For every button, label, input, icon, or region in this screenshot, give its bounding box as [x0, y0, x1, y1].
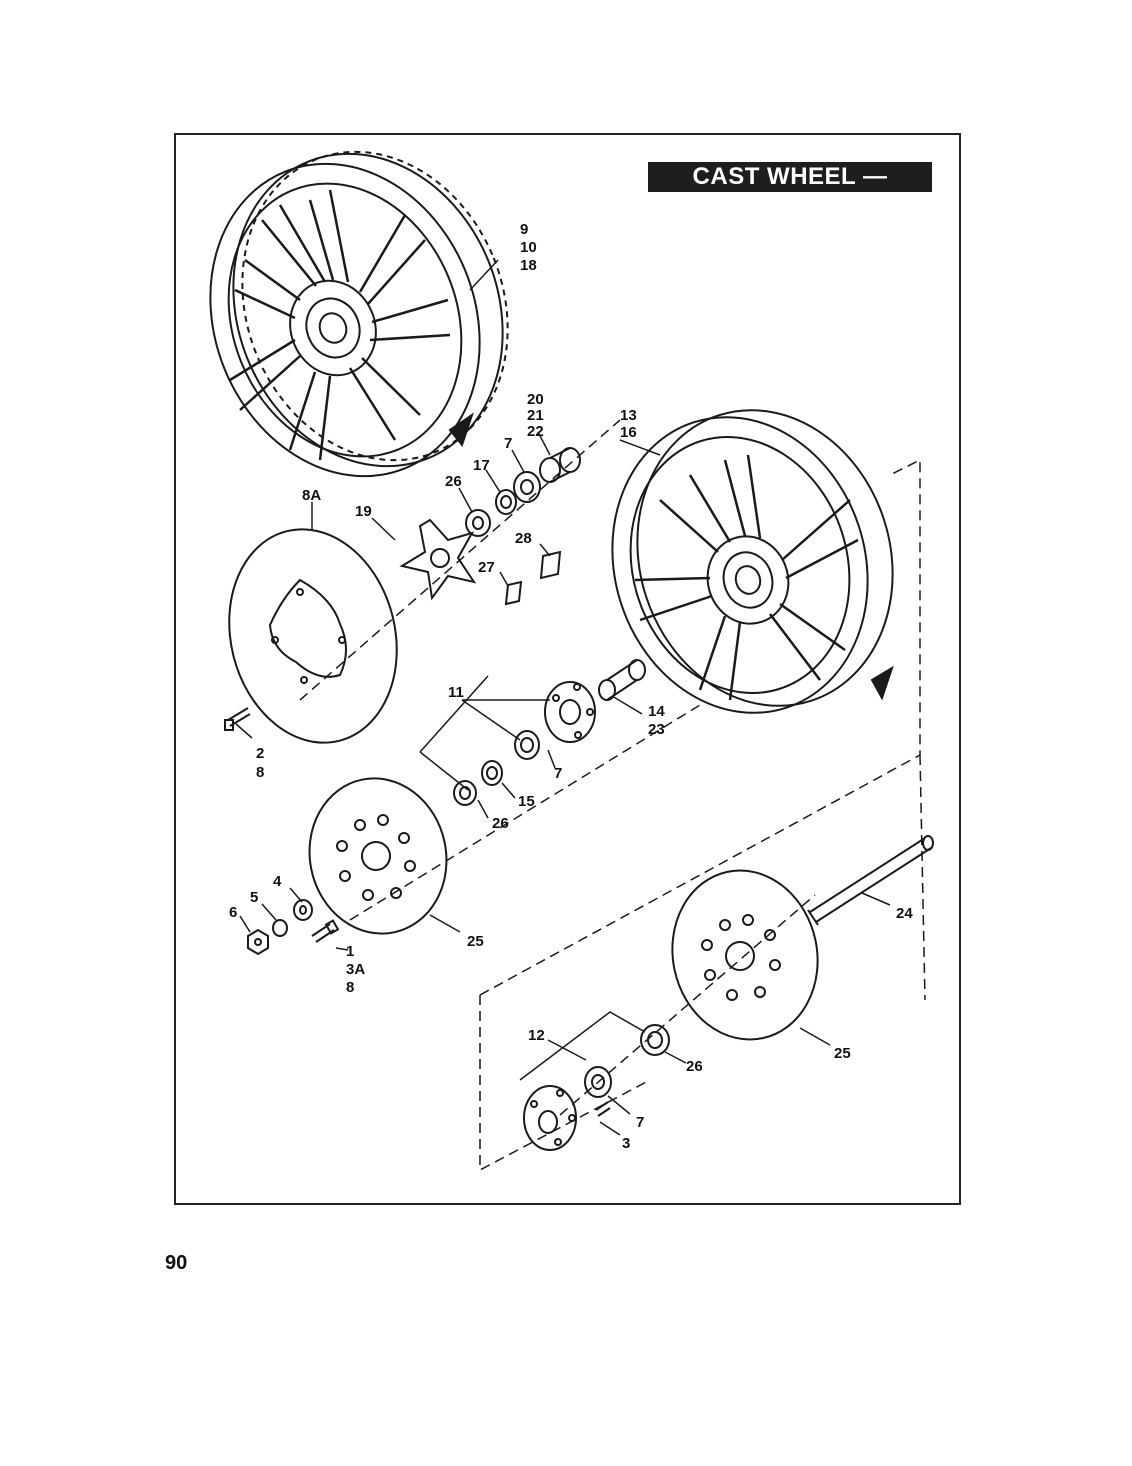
callout-6: 6: [229, 904, 237, 921]
callout-9-10-18: 9 10 18: [520, 221, 537, 274]
cast-wheel-left: [209, 150, 509, 478]
seal-17: [495, 489, 517, 515]
bearing-7-middle: [514, 730, 540, 760]
callout-14-23: 14 23: [648, 703, 665, 738]
callout-2-8: 2 8: [256, 745, 264, 781]
callout-15: 15: [518, 793, 535, 810]
callout-3: 3: [622, 1135, 630, 1152]
callout-19: 19: [355, 503, 372, 520]
callout-13-16: 13 16: [620, 407, 637, 441]
axle-24: [807, 835, 934, 926]
axle-spacer-20-21-22: [539, 447, 581, 483]
bolt-2: [224, 707, 251, 731]
svg-text:18: 18: [520, 257, 537, 274]
svg-text:21: 21: [527, 407, 544, 424]
cast-wheel-right: [611, 409, 894, 714]
svg-text:10: 10: [520, 239, 537, 256]
svg-text:3A: 3A: [346, 961, 365, 978]
callout-26-upper: 26: [445, 473, 462, 490]
callout-8A: 8A: [302, 487, 321, 504]
washer-4: [293, 899, 313, 921]
svg-text:8: 8: [256, 764, 264, 781]
page-number: 90: [165, 1252, 188, 1274]
bearing-7-upper: [513, 471, 541, 503]
callout-5: 5: [250, 889, 258, 906]
washer-26-middle: [453, 780, 477, 806]
callout-1-3A-8: 1 3A 8: [346, 943, 365, 996]
callout-20-21-22: 20 21 22: [527, 391, 544, 440]
rotor-25-left: [308, 777, 448, 935]
brake-disc-8A: [228, 528, 398, 744]
callout-24: 24: [896, 905, 913, 922]
svg-text:20: 20: [527, 391, 544, 408]
callout-17: 17: [473, 457, 490, 474]
nut-6: [247, 928, 269, 956]
hub-12: [523, 1085, 577, 1151]
callout-25-right: 25: [834, 1045, 851, 1062]
lock-tab-27: [504, 580, 523, 606]
svg-text:14: 14: [648, 703, 665, 720]
bolt-3: [595, 1101, 611, 1117]
disc-carrier-19: [399, 518, 477, 601]
callout-26-middle: 26: [492, 815, 509, 832]
svg-text:9: 9: [520, 221, 528, 238]
washer-26-upper: [465, 509, 491, 537]
diagram-title: CAST WHEEL — FRONT: [648, 162, 932, 220]
svg-text:23: 23: [648, 721, 665, 738]
callout-12: 12: [528, 1027, 545, 1044]
svg-text:8: 8: [346, 979, 354, 996]
callout-7-middle: 7: [554, 765, 562, 782]
callout-27: 27: [478, 559, 495, 576]
seal-26-lower: [640, 1024, 670, 1056]
callout-7-upper: 7: [504, 435, 512, 452]
svg-text:13: 13: [620, 407, 637, 424]
svg-text:1: 1: [346, 943, 354, 960]
callout-7-lower: 7: [636, 1114, 644, 1131]
adapter-28: [539, 550, 562, 580]
spacer-14-23: [598, 659, 646, 701]
svg-text:22: 22: [527, 423, 544, 440]
callout-26-lower: 26: [686, 1058, 703, 1075]
lockwasher-5: [272, 919, 288, 937]
callout-11: 11: [448, 684, 464, 701]
rotor-25-right: [671, 869, 819, 1041]
callout-4: 4: [273, 873, 282, 890]
callout-25-left: 25: [467, 933, 484, 950]
bearing-7-lower: [584, 1066, 612, 1098]
hub-11: [544, 681, 596, 743]
callout-28: 28: [515, 530, 532, 547]
bolt-1: [311, 919, 340, 943]
svg-text:16: 16: [620, 424, 637, 441]
seal-15: [481, 760, 503, 786]
svg-text:2: 2: [256, 745, 264, 762]
